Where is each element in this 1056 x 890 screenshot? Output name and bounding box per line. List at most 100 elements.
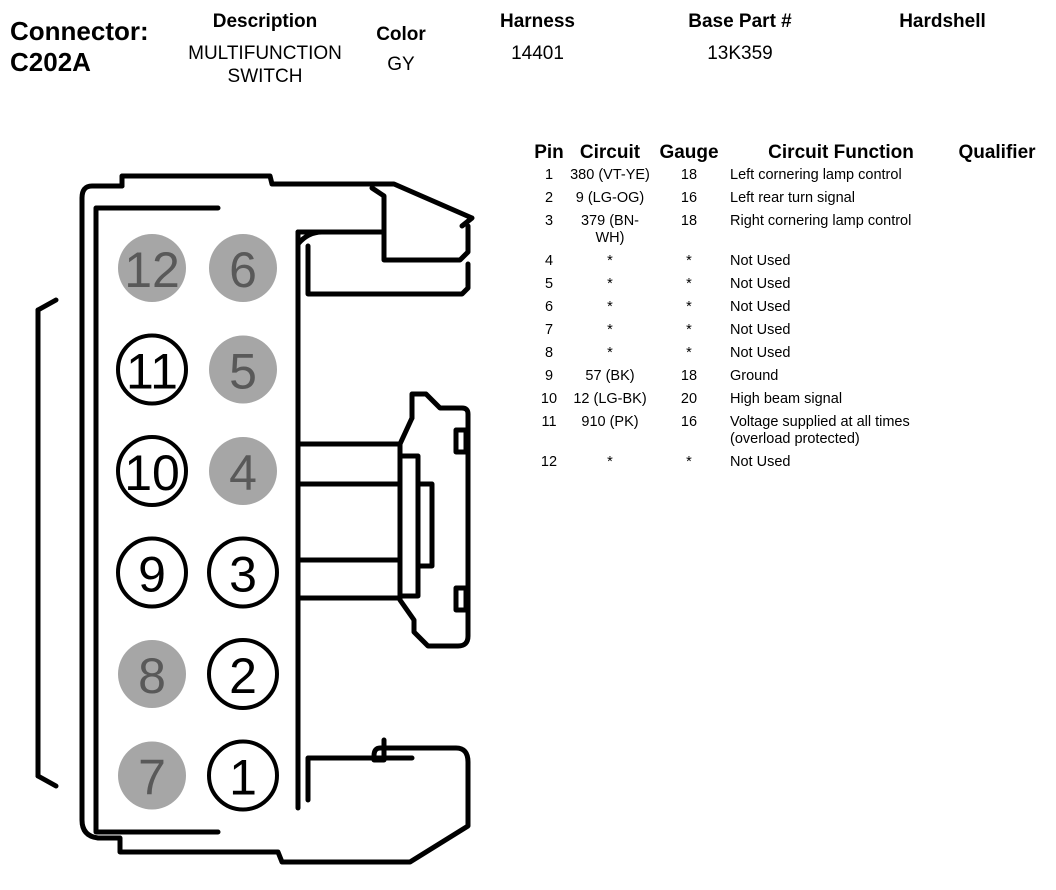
header-pin: Pin xyxy=(534,142,564,163)
cell-circuit-function: Voltage supplied at all times (overload … xyxy=(730,414,910,447)
cell-qualifier xyxy=(952,451,1042,474)
cell-pin: 11 xyxy=(541,414,557,430)
cell-qualifier xyxy=(952,250,1042,273)
pin-number: 2 xyxy=(229,648,257,704)
table-row: 1 380 (VT-YE) 18 Left cornering lamp contro… xyxy=(528,164,1042,187)
cell-pin: 12 xyxy=(540,454,558,470)
pin-circle xyxy=(118,234,186,302)
table-header-row: Pin Circuit Gauge Circuit Function Quali… xyxy=(528,136,1042,164)
table-row: 4**Not Used xyxy=(528,250,1042,273)
pin-circle xyxy=(207,638,279,710)
table-row: 12 * * Not Used xyxy=(528,451,1042,474)
cell-circuit-function: Left cornering lamp control xyxy=(730,167,902,183)
cell-gauge: * xyxy=(686,345,692,361)
cell-pin: 8 xyxy=(544,345,554,361)
cell-pin: 4 xyxy=(544,253,554,269)
table-row: 5 * * Not Used xyxy=(528,273,1042,296)
pin-number: 10 xyxy=(124,445,180,501)
harness-label: Harness xyxy=(500,11,575,32)
cell-gauge: 18 xyxy=(680,167,698,183)
header-qualifier: Qualifier xyxy=(958,142,1036,163)
cell-circuit-function: Not Used xyxy=(730,322,791,338)
base-part-value: 13K359 xyxy=(707,43,773,64)
pin-circle xyxy=(207,739,279,812)
cell-qualifier xyxy=(952,164,1042,187)
pin-circle xyxy=(207,536,279,609)
cell-circuit: 9 (LG-OG) xyxy=(575,190,645,206)
pin-number: 3 xyxy=(229,547,257,603)
header-circuit: Circuit xyxy=(579,142,641,163)
cell-gauge: 18 xyxy=(680,213,698,229)
header-circuit-function: Circuit Function xyxy=(768,142,914,163)
cell-gauge: * xyxy=(686,322,692,338)
cell-pin: 9 xyxy=(544,368,554,384)
pin-cavity-4: 4 xyxy=(209,437,277,505)
pin-number: 4 xyxy=(229,445,257,501)
connector-label: Connector: xyxy=(10,16,149,46)
pin-circle xyxy=(116,333,188,406)
cell-gauge: 20 xyxy=(680,391,698,407)
cell-circuit-function: Not Used xyxy=(730,299,791,315)
cell-circuit: * xyxy=(607,345,613,361)
cell-qualifier xyxy=(952,273,1042,296)
cell-circuit-function: Not Used xyxy=(730,276,791,292)
pin-cavity-2: 2 xyxy=(207,638,279,710)
description-value-line2: SWITCH xyxy=(227,66,303,87)
cell-circuit-function: Not Used xyxy=(730,454,791,470)
pin-number: 9 xyxy=(138,547,166,603)
pin-cavity-6: 6 xyxy=(209,234,277,302)
cell-circuit: 379 (BN-WH) xyxy=(580,213,640,246)
pin-circle xyxy=(209,335,277,404)
pin-cavity-11: 11 xyxy=(116,333,188,406)
cell-qualifier xyxy=(952,342,1042,365)
pin-cavity-5: 5 xyxy=(209,335,277,404)
cell-gauge: * xyxy=(686,276,692,292)
cell-qualifier xyxy=(952,296,1042,319)
cell-qualifier xyxy=(952,388,1042,411)
table-row: 8 * * Not Used xyxy=(528,342,1042,365)
cell-circuit-function: Left rear turn signal xyxy=(730,190,855,206)
color-label: Color xyxy=(376,24,426,45)
cell-qualifier xyxy=(952,319,1042,342)
connector-id: C202A xyxy=(10,47,91,77)
cell-circuit-function: High beam signal xyxy=(730,391,843,407)
cell-pin: 1 xyxy=(544,167,554,183)
cell-qualifier xyxy=(952,210,1042,250)
pin-cavity-12: 12 xyxy=(118,234,186,302)
cell-pin: 6 xyxy=(544,299,554,315)
pin-cavity-1: 1 xyxy=(207,739,279,812)
pin-number: 5 xyxy=(229,344,257,400)
cell-circuit: * xyxy=(607,454,613,470)
cell-circuit: 12 (LG-BK) xyxy=(573,391,647,407)
pin-cavity-10: 10 xyxy=(116,435,188,507)
cell-circuit: 910 (PK) xyxy=(581,414,639,430)
cell-circuit-function: Not Used xyxy=(730,345,791,361)
cell-pin: 2 xyxy=(544,190,554,206)
cell-circuit: * xyxy=(607,253,613,269)
cell-pin: 3 xyxy=(544,213,554,229)
description-value-line1: MULTIFUNCTION xyxy=(188,43,342,64)
cell-circuit: * xyxy=(607,276,613,292)
cell-qualifier xyxy=(952,187,1042,210)
pin-cavity-3: 3 xyxy=(207,536,279,609)
connector-housing xyxy=(35,173,475,865)
cell-gauge: * xyxy=(686,454,692,470)
cell-gauge: 18 xyxy=(680,368,698,384)
pin-circle xyxy=(209,437,277,505)
pin-number: 11 xyxy=(126,344,178,400)
cell-pin: 7 xyxy=(544,322,554,338)
cell-pin: 5 xyxy=(544,276,554,292)
pin-number: 8 xyxy=(138,648,166,704)
cell-circuit: 380 (VT-YE) xyxy=(570,167,650,183)
pin-circle xyxy=(118,640,186,708)
pin-cavity-9: 9 xyxy=(116,536,188,609)
cell-gauge: * xyxy=(686,253,692,269)
cell-circuit: * xyxy=(607,322,613,338)
